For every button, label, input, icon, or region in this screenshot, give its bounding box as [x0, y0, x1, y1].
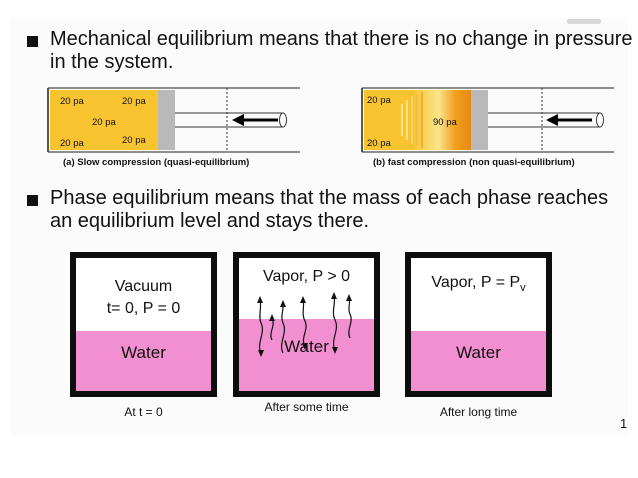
evaporation-arrows-icon: [257, 292, 352, 357]
box3-caption: After long time: [439, 405, 518, 419]
box1-water: Water: [76, 331, 211, 391]
box3-water-label: Water: [456, 343, 501, 362]
fast-label-bottom: 20 pa: [367, 138, 391, 149]
page-number: 1: [620, 416, 628, 431]
slow-compression-caption: (a) Slow compression (quasi-equilibrium): [63, 157, 250, 168]
phase-box-vapor-equilibrium: Vapor, P = Pv Water: [405, 252, 552, 397]
bullet-mechanical: [27, 36, 38, 47]
fast-label-top: 20 pa: [367, 95, 391, 106]
box1-water-label: Water: [121, 343, 166, 362]
box1-top-line1: Vacuum: [114, 278, 173, 295]
phase-equilibrium-text: Phase equilibrium means that the mass of…: [50, 187, 608, 233]
bullet-phase: [27, 195, 38, 206]
slow-gas-region: [50, 90, 158, 150]
slow-label-top-left: 20 pa: [60, 96, 84, 107]
box3-top-line1: Vapor, P = Pv: [411, 272, 546, 299]
mechanical-line-1: Mechanical equilibrium means that there …: [50, 28, 633, 50]
phase-box-vacuum: Vacuum t= 0, P = 0 Water: [70, 252, 217, 397]
slow-label-mid: 20 pa: [92, 117, 116, 128]
box3-vapor-subscript: v: [520, 282, 526, 295]
mechanical-equilibrium-text: Mechanical equilibrium means that there …: [50, 28, 633, 74]
fast-compression-caption: (b) fast compression (non quasi-equilibr…: [373, 157, 575, 168]
slide-corner-bar: [567, 19, 601, 24]
phase-line-2: an equilibrium level and stays there.: [50, 210, 370, 232]
fast-piston: [471, 90, 488, 150]
slow-label-top-right: 20 pa: [122, 96, 146, 107]
box3-water: Water: [411, 331, 546, 391]
mechanical-line-2: in the system.: [50, 51, 174, 73]
phase-line-1: Phase equilibrium means that the mass of…: [50, 187, 609, 209]
box1-caption: At t = 0: [124, 405, 163, 419]
slow-piston: [158, 90, 175, 150]
slow-label-bottom-right: 20 pa: [122, 135, 146, 146]
fast-label-mid: 90 pa: [433, 117, 457, 128]
box3-vapor-label: Vapor, P = P: [431, 274, 521, 291]
phase-box-vapor-evaporating: Vapor, P > 0 Water: [233, 252, 380, 397]
box2-top-line1: Vapor, P > 0: [262, 268, 351, 285]
slow-label-bottom-left: 20 pa: [60, 138, 84, 149]
box2-caption: After some time: [264, 400, 349, 414]
box1-top-line2: t= 0, P = 0: [106, 300, 181, 317]
